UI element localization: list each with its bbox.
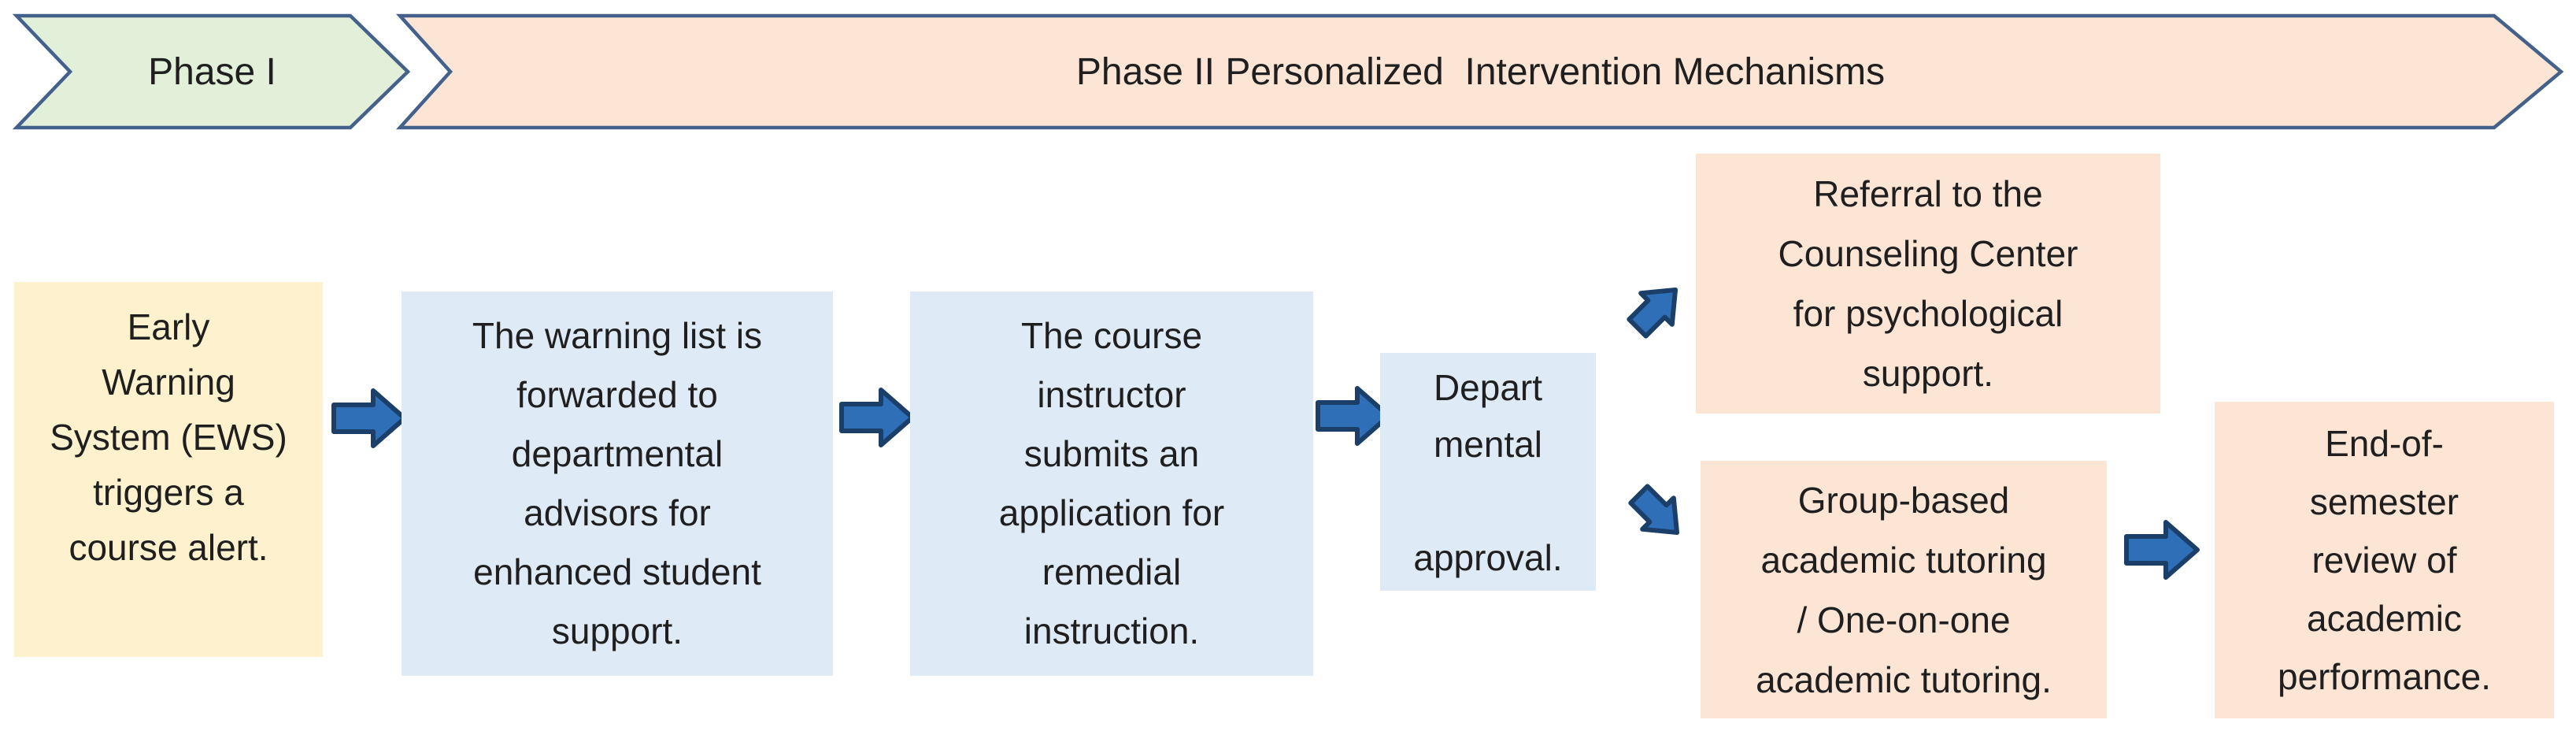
branch-arrow-up-icon	[1627, 287, 1678, 339]
flow-arrow-2	[839, 388, 915, 447]
flow-arrow-3	[1316, 386, 1391, 446]
flow-arrow-4	[2124, 520, 2200, 580]
box-counseling-referral: Referral to the Counseling Center for ps…	[1696, 154, 2160, 414]
phase2-chevron-shape	[395, 13, 2564, 130]
box-semester-review: End-of- semester review of academic perf…	[2215, 402, 2554, 718]
phase2-banner-label: Phase II Personalized Intervention Mecha…	[1075, 50, 1886, 93]
box-departmental-approval: Depart mental approval.	[1380, 353, 1596, 591]
flow-arrow-1	[331, 388, 407, 448]
phase1-chevron-shape	[12, 13, 411, 130]
box-group-tutoring: Group-based academic tutoring / One-on-o…	[1701, 461, 2107, 718]
box-warning-list-forwarded: The warning list is forwarded to departm…	[402, 291, 833, 676]
branch-arrow-down-icon	[1628, 484, 1680, 536]
box-instructor-application: The course instructor submits an applica…	[910, 291, 1313, 676]
phase1-banner-label: Phase I	[148, 50, 276, 93]
box-ews-trigger: Early Warning System (EWS) triggers a co…	[14, 282, 323, 657]
